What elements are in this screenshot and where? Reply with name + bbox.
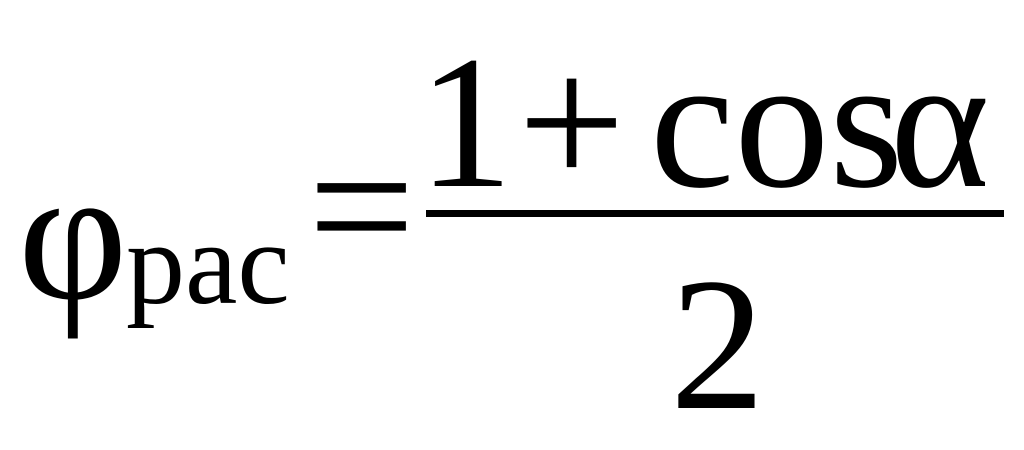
equals-sign: = (308, 102, 416, 312)
phi-subscript: рас (126, 198, 290, 329)
numerator-alpha: α (890, 18, 990, 228)
numerator-cos: cos (650, 18, 904, 228)
denominator: 2 (670, 240, 765, 450)
fraction-bar (426, 210, 1004, 217)
formula: φ рас = 1 + cos α 2 (18, 18, 1004, 440)
numerator-plus: + (518, 18, 626, 228)
phi-symbol: φ (18, 130, 128, 340)
numerator-one: 1 (418, 18, 513, 228)
